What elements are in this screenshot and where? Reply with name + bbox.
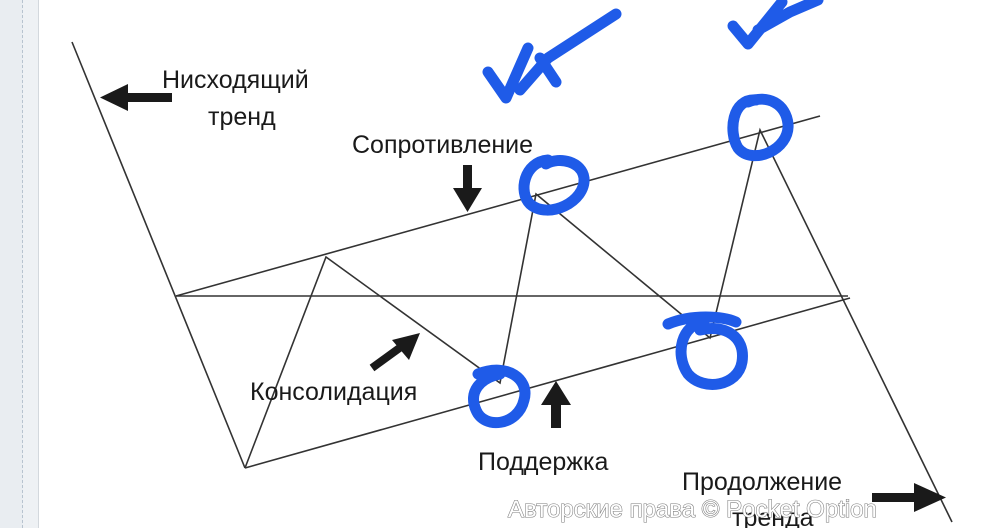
consolidation-arrow bbox=[369, 333, 420, 372]
resistance-touch-circle-1 bbox=[518, 154, 590, 216]
support-label: Поддержка bbox=[478, 448, 609, 476]
resistance-arrow bbox=[453, 165, 482, 212]
continuation-arrow bbox=[872, 483, 946, 512]
watermark: Авторские права © Pocket Option bbox=[508, 496, 877, 523]
resistance-touch-circle-2 bbox=[727, 93, 794, 162]
left-sidebar-rail bbox=[0, 0, 23, 528]
support-touch-circle-2 bbox=[662, 311, 748, 390]
downtrend-arrow bbox=[100, 84, 172, 111]
support-touch-circle-1 bbox=[468, 364, 531, 429]
downtrend-label-line2: тренд bbox=[208, 103, 276, 131]
continuation-label-line2: тренда bbox=[732, 504, 814, 528]
channel-lines bbox=[71, 41, 953, 523]
downtrend-line bbox=[71, 41, 246, 469]
continuation-label-line1: Продолжение bbox=[682, 468, 842, 496]
support-line bbox=[244, 297, 851, 469]
resistance-label: Сопротивление bbox=[352, 131, 533, 159]
downtrend-label-line1: Нисходящий bbox=[162, 66, 309, 94]
black-arrows bbox=[100, 84, 946, 512]
price-zigzag bbox=[244, 127, 953, 523]
checkmark-2 bbox=[727, 0, 824, 50]
checkmark-1 bbox=[482, 8, 622, 104]
consolidation-label: Консолидация bbox=[250, 378, 417, 406]
resistance-line bbox=[175, 115, 821, 297]
support-arrow bbox=[541, 381, 571, 428]
blue-annotations bbox=[468, 0, 824, 429]
